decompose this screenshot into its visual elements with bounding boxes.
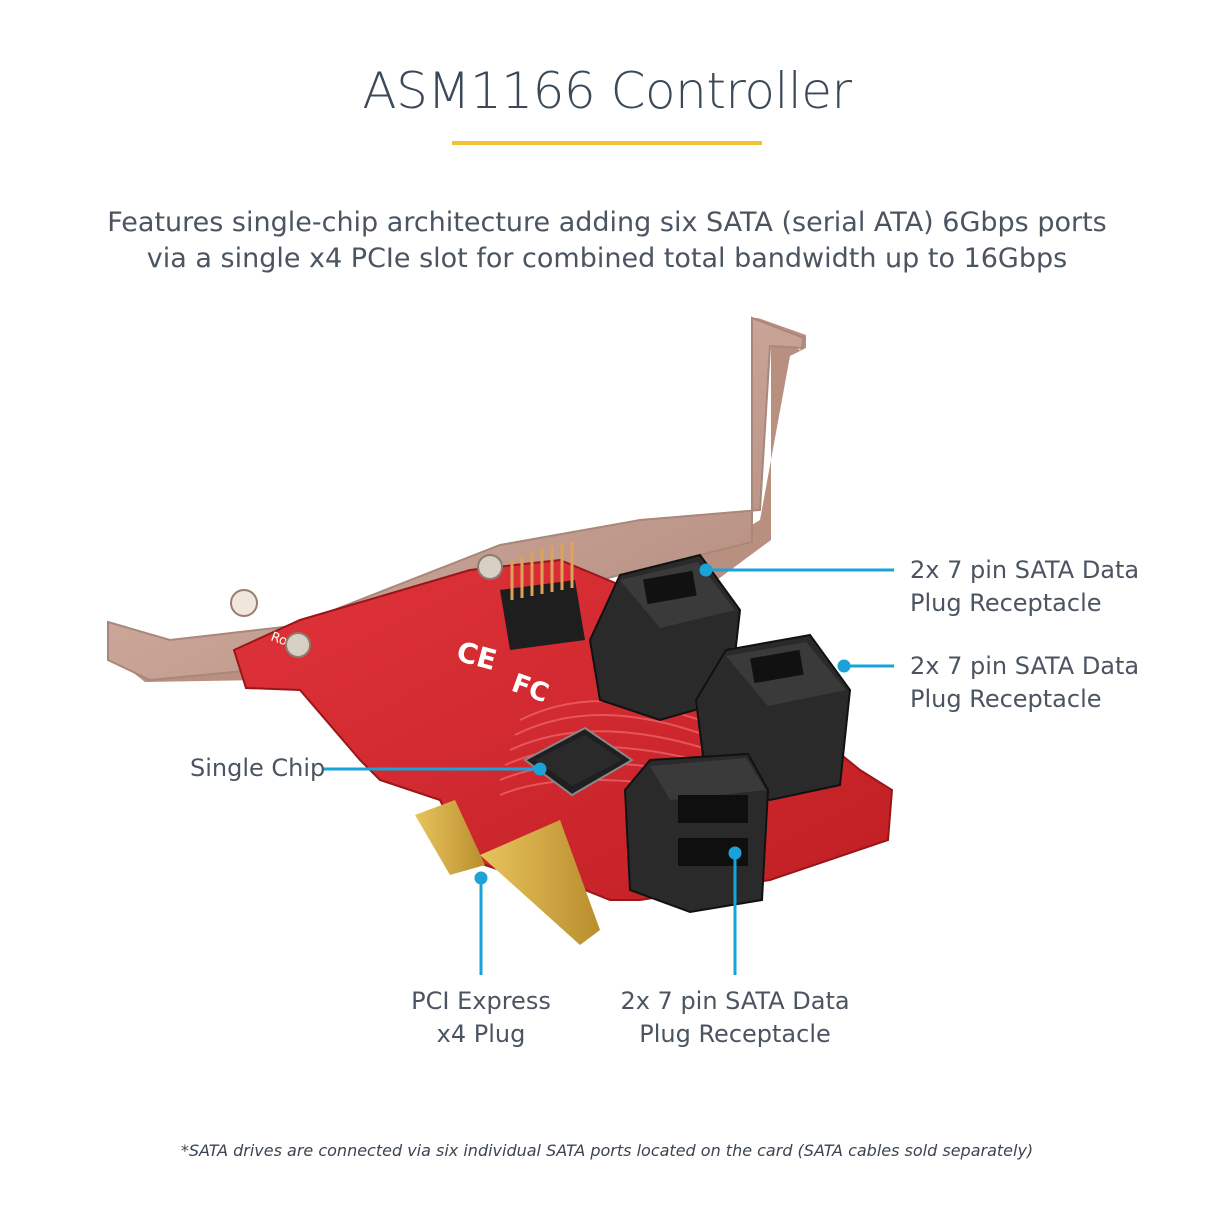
screw xyxy=(285,632,311,658)
callout-single-chip-label: Single Chip xyxy=(190,754,326,782)
callout-lines xyxy=(323,563,894,975)
page-title: ASM1166 Controller xyxy=(362,62,852,120)
screw xyxy=(477,554,503,580)
callout-pcie-plug: PCI Express x4 Plug xyxy=(400,985,562,1051)
footnote: *SATA drives are connected via six indiv… xyxy=(180,1141,1034,1160)
callout-sata-bottom-line1: 2x 7 pin SATA Data xyxy=(620,987,850,1015)
pcie-gold-contacts xyxy=(415,800,600,945)
callout-pcie-plug-line1: PCI Express xyxy=(411,987,551,1015)
pin-header xyxy=(500,542,585,650)
callout-sata-top-line1: 2x 7 pin SATA Data xyxy=(910,556,1140,584)
description: Features single-chip architecture adding… xyxy=(0,205,1214,277)
callout-sata-bottom-line2: Plug Receptacle xyxy=(639,1020,831,1048)
description-line-1: Features single-chip architecture adding… xyxy=(107,207,1107,238)
callout-sata-middle-line1: 2x 7 pin SATA Data xyxy=(910,652,1140,680)
title-underline xyxy=(452,141,762,145)
controller-chip xyxy=(523,726,634,797)
callout-sata-middle: 2x 7 pin SATA Data Plug Receptacle xyxy=(910,650,1139,716)
callout-pcie-plug-line2: x4 Plug xyxy=(436,1020,526,1048)
callout-single-chip: Single Chip xyxy=(190,752,325,785)
description-line-2: via a single x4 PCIe slot for combined t… xyxy=(146,243,1068,274)
callout-sata-middle-line2: Plug Receptacle xyxy=(910,685,1102,713)
callout-sata-top-line2: Plug Receptacle xyxy=(910,589,1102,617)
sata-connector-bottom-pair xyxy=(623,752,770,914)
callout-sata-bottom: 2x 7 pin SATA Data Plug Receptacle xyxy=(618,985,852,1051)
callout-sata-top: 2x 7 pin SATA Data Plug Receptacle xyxy=(910,554,1139,620)
